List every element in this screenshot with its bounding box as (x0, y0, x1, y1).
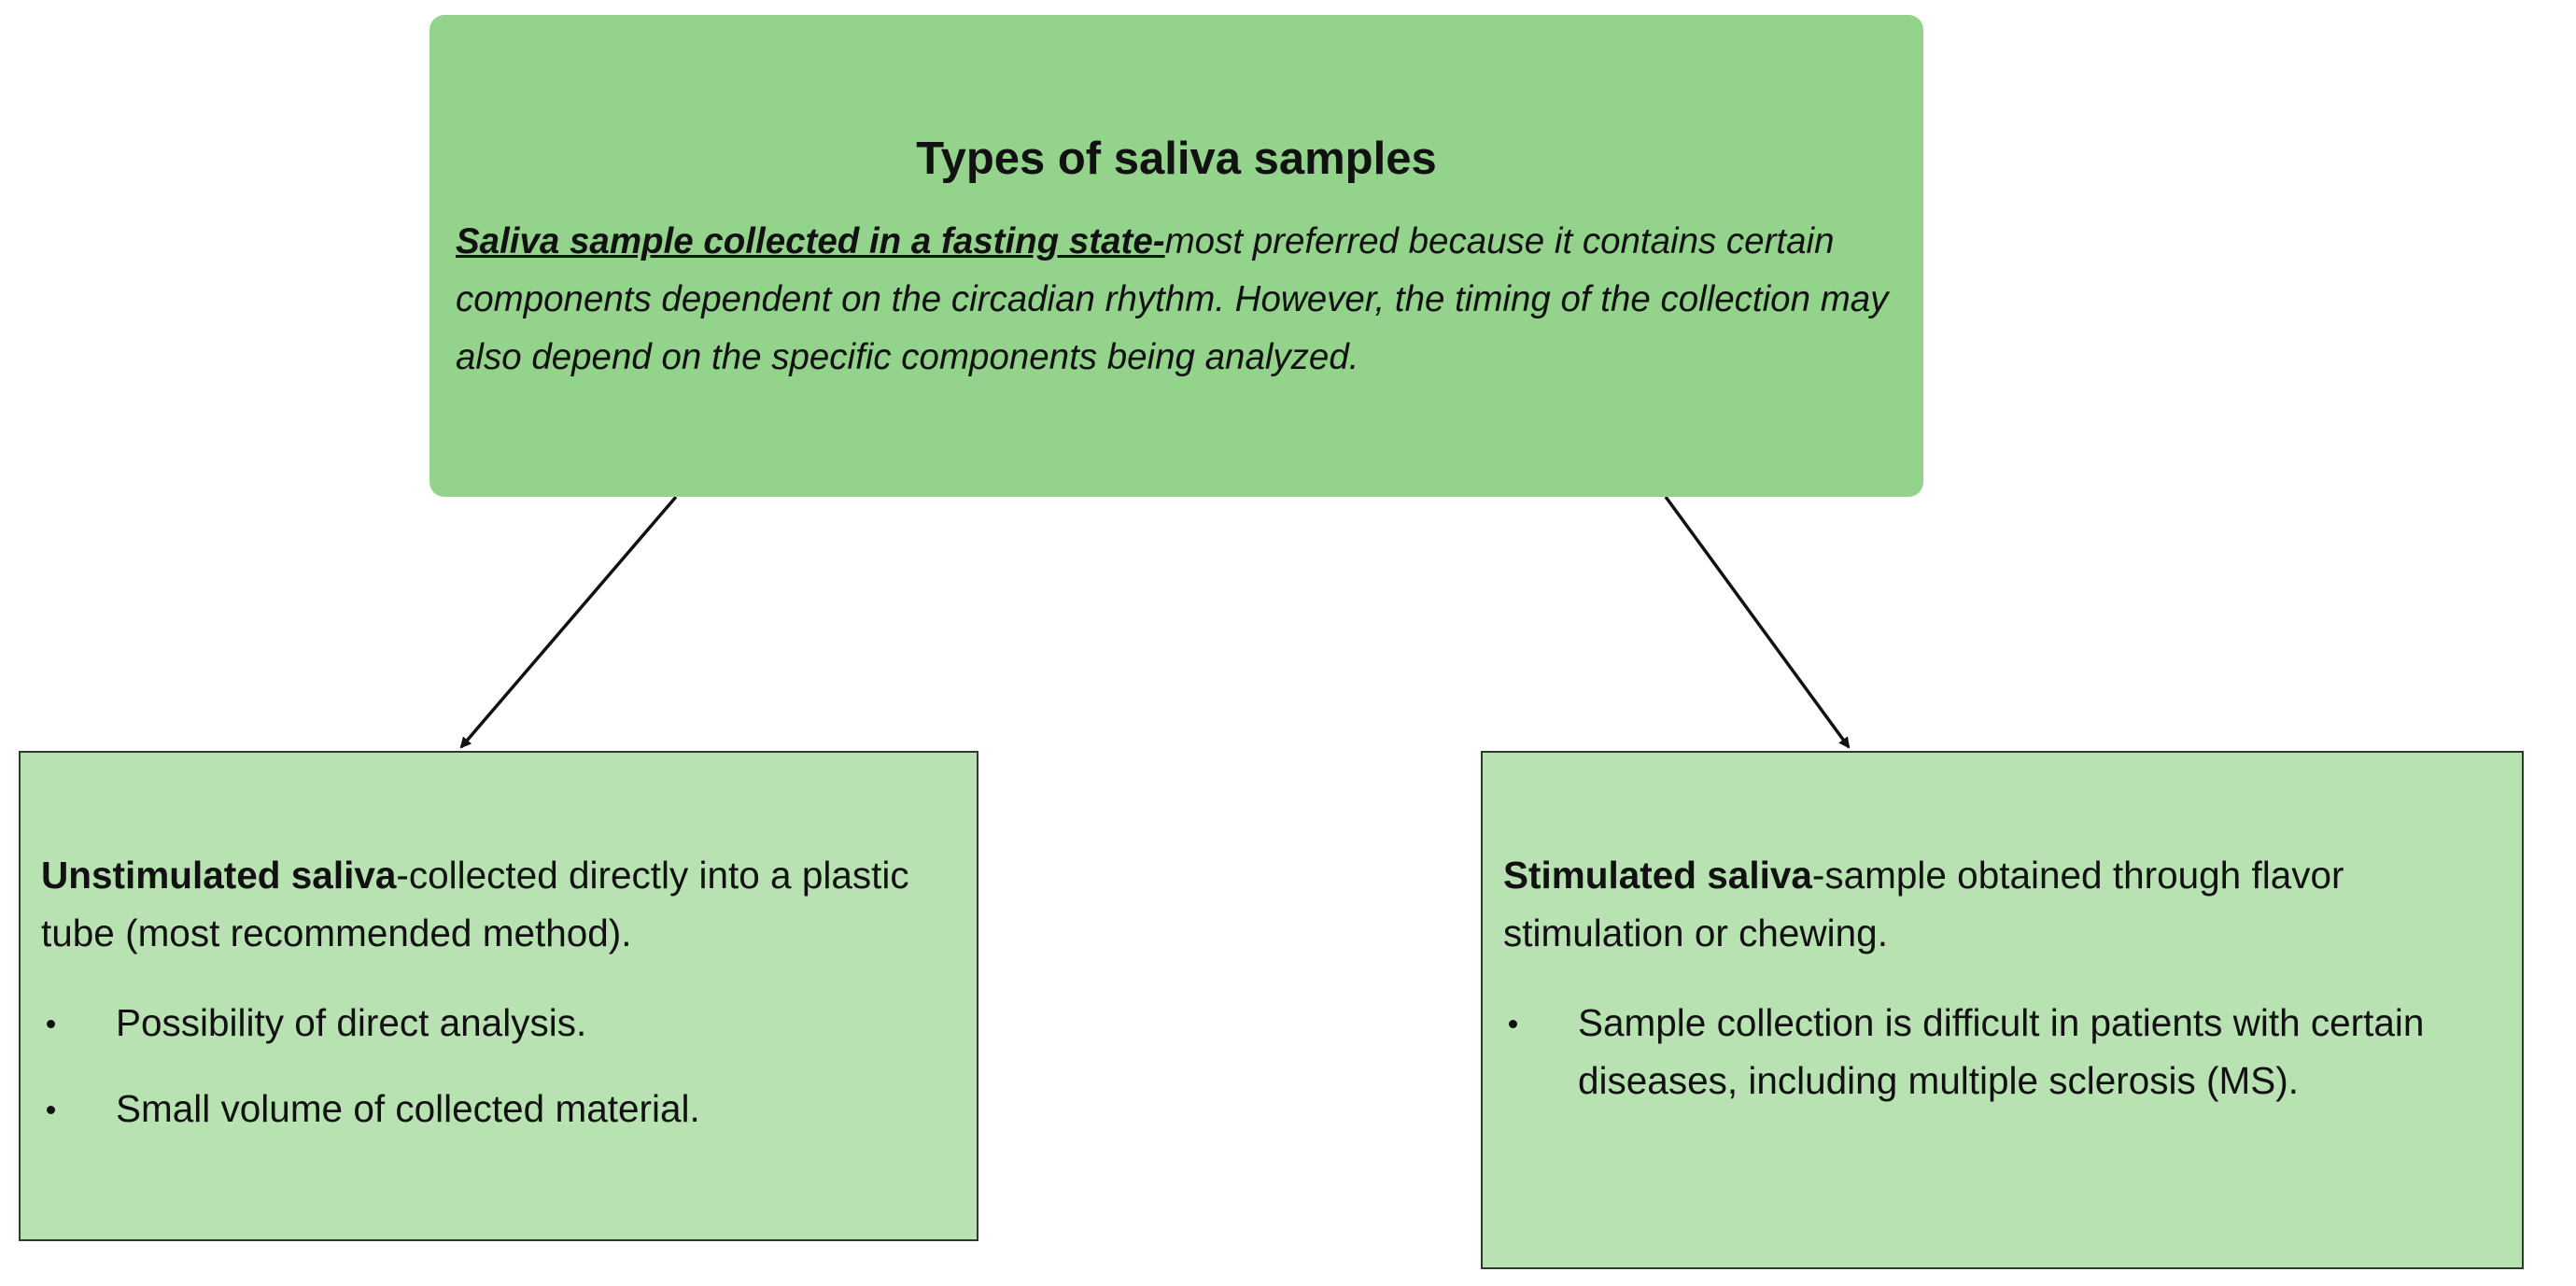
fasting-state-text: most preferred because it contains certa… (456, 221, 1889, 377)
bullet-text: Possibility of direct analysis. (116, 1001, 587, 1044)
list-item: Small volume of collected material. (41, 1080, 954, 1138)
list-item: Possibility of direct analysis. (41, 994, 954, 1052)
saliva-types-box: Types of saliva samples Saliva sample co… (429, 15, 1923, 497)
bullet-text: Sample collection is difficult in patien… (1578, 1001, 2425, 1102)
stimulated-saliva-box: Stimulated saliva-sample obtained throug… (1481, 751, 2524, 1269)
diagram-title: Types of saliva samples (916, 134, 1437, 184)
arrow-to-unstimulated (459, 495, 678, 749)
bullet-icon (1509, 1020, 1517, 1028)
arrow-to-stimulated (1664, 495, 1851, 749)
stimulated-text: -sample obtained through flavor stimulat… (1503, 854, 2344, 954)
fasting-state-description: Saliva sample collected in a fasting sta… (456, 213, 1905, 387)
unstimulated-saliva-box: Unstimulated saliva-collected directly i… (19, 751, 978, 1241)
list-item: Sample collection is difficult in patien… (1503, 994, 2499, 1109)
unstimulated-bullet-list: Possibility of direct analysis. Small vo… (41, 994, 954, 1166)
unstimulated-description: Unstimulated saliva-collected directly i… (41, 846, 954, 962)
bullet-icon (47, 1106, 55, 1114)
fasting-state-lead: Saliva sample collected in a fasting sta… (456, 221, 1165, 261)
stimulated-description: Stimulated saliva-sample obtained throug… (1503, 846, 2499, 962)
unstimulated-text: -collected directly into a plastic tube … (41, 854, 909, 954)
stimulated-bullet-list: Sample collection is difficult in patien… (1503, 994, 2499, 1138)
bullet-icon (47, 1020, 55, 1028)
bullet-text: Small volume of collected material. (116, 1087, 700, 1130)
stimulated-heading: Stimulated saliva (1503, 854, 1812, 897)
unstimulated-heading: Unstimulated saliva (41, 854, 397, 897)
